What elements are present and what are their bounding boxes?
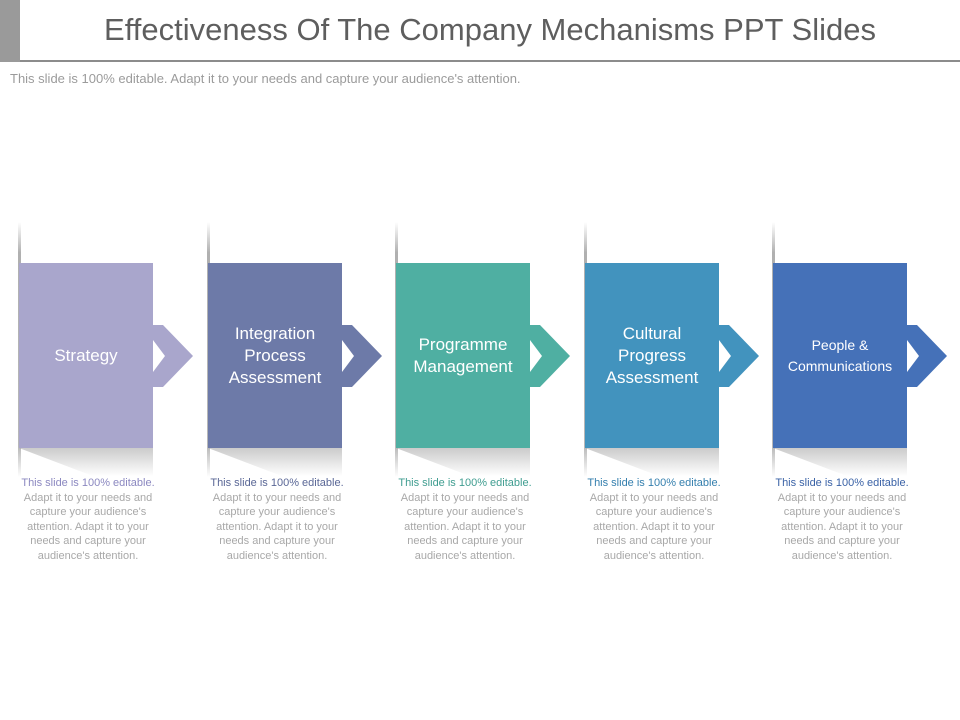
page-subtitle: This slide is 100% editable. Adapt it to… <box>10 71 521 86</box>
step-description-body: Adapt it to your needs and capture your … <box>777 491 907 562</box>
step-description: This slide is 100% editable. Adapt it to… <box>18 476 158 563</box>
step-description-body: Adapt it to your needs and capture your … <box>23 491 153 562</box>
step-description-lead: This slide is 100% editable. <box>398 477 532 489</box>
process-step-strategy: Strategy This slide is 100% editable. Ad… <box>18 222 218 602</box>
step-description-body: Adapt it to your needs and capture your … <box>212 491 342 562</box>
step-description-lead: This slide is 100% editable. <box>587 477 721 489</box>
page-title: Effectiveness Of The Company Mechanisms … <box>104 12 876 47</box>
step-box: Programme Management <box>396 263 530 448</box>
step-shadow <box>773 448 907 476</box>
process-step-integration: Integration Process Assessment This slid… <box>207 222 407 602</box>
step-description-lead: This slide is 100% editable. <box>21 477 155 489</box>
step-box: Cultural Progress Assessment <box>585 263 719 448</box>
step-box: Integration Process Assessment <box>208 263 342 448</box>
step-shadow <box>396 448 530 476</box>
step-shadow <box>19 448 153 476</box>
step-shadow <box>585 448 719 476</box>
step-description-body: Adapt it to your needs and capture your … <box>400 491 530 562</box>
step-box: Strategy <box>19 263 153 448</box>
title-divider <box>20 60 960 62</box>
arrow-right-icon <box>530 325 570 387</box>
step-description: This slide is 100% editable. Adapt it to… <box>207 476 347 563</box>
title-accent-bar <box>0 0 20 62</box>
arrow-right-icon <box>342 325 382 387</box>
process-step-people: People & Communications This slide is 10… <box>772 222 960 602</box>
step-description: This slide is 100% editable. Adapt it to… <box>772 476 912 563</box>
step-description-lead: This slide is 100% editable. <box>210 477 344 489</box>
step-description-lead: This slide is 100% editable. <box>775 477 909 489</box>
process-step-programme: Programme Management This slide is 100% … <box>395 222 595 602</box>
step-description-body: Adapt it to your needs and capture your … <box>589 491 719 562</box>
step-description: This slide is 100% editable. Adapt it to… <box>395 476 535 563</box>
process-step-cultural: Cultural Progress Assessment This slide … <box>584 222 784 602</box>
arrow-right-icon <box>153 325 193 387</box>
step-shadow <box>208 448 342 476</box>
step-description: This slide is 100% editable. Adapt it to… <box>584 476 724 563</box>
arrow-right-icon <box>719 325 759 387</box>
arrow-right-icon <box>907 325 947 387</box>
step-box: People & Communications <box>773 263 907 448</box>
